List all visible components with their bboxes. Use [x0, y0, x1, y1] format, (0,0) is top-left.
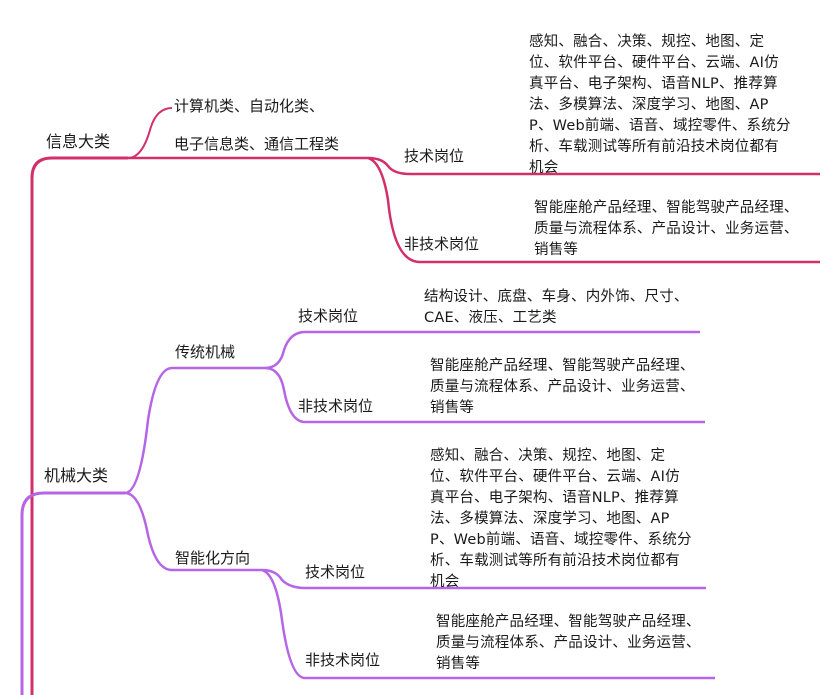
info-tech-connector — [367, 156, 820, 176]
smart-tech-label: 技术岗位 — [305, 563, 366, 581]
traditional-tech-label: 技术岗位 — [298, 307, 359, 325]
traditional-tech-description: 结构设计、底盘、车身、内外饰、尺寸、CAE、液压、工艺类 — [424, 289, 689, 326]
mech-smart-connector — [124, 491, 262, 572]
info-majors-line2: 电子信息类、通信工程类 — [174, 135, 340, 153]
info-nontech-connector — [367, 156, 820, 264]
mech-smart-label: 智能化方向 — [175, 549, 251, 567]
info-tech-label: 技术岗位 — [404, 147, 465, 165]
smart-nontech-connector — [261, 568, 715, 680]
mech-traditional-label: 传统机械 — [175, 343, 236, 361]
mech-trunk-connector — [20, 491, 125, 695]
mech-category-title: 机械大类 — [44, 466, 109, 485]
info-majors-line1: 计算机类、自动化类、 — [174, 97, 325, 115]
traditional-nontech-label: 非技术岗位 — [298, 397, 374, 415]
smart-tech-description: 感知、融合、决策、规控、地图、定位、软件平台、硬件平台、云端、AI仿真平台、电子… — [430, 448, 692, 590]
info-nontech-label: 非技术岗位 — [404, 235, 480, 253]
root-trunk-connector — [30, 156, 128, 695]
info-nontech-description: 智能座舱产品经理、智能驾驶产品经理、质量与流程体系、产品设计、业务运营、销售等 — [534, 200, 799, 258]
traditional-tech-connector — [264, 330, 700, 370]
smart-tech-connector — [261, 568, 706, 590]
traditional-nontech-description: 智能座舱产品经理、智能驾驶产品经理、质量与流程体系、产品设计、业务运营、销售等 — [430, 358, 695, 416]
info-majors-connector — [127, 107, 173, 159]
traditional-nontech-connector — [264, 366, 705, 424]
info-category-title: 信息大类 — [46, 132, 111, 151]
mech-traditional-connector — [124, 366, 265, 495]
smart-nontech-label: 非技术岗位 — [305, 651, 381, 669]
smart-nontech-description: 智能座舱产品经理、智能驾驶产品经理、质量与流程体系、产品设计、业务运营、销售等 — [436, 614, 701, 672]
info-tech-description: 感知、融合、决策、规控、地图、定位、软件平台、硬件平台、云端、AI仿真平台、电子… — [529, 34, 791, 176]
